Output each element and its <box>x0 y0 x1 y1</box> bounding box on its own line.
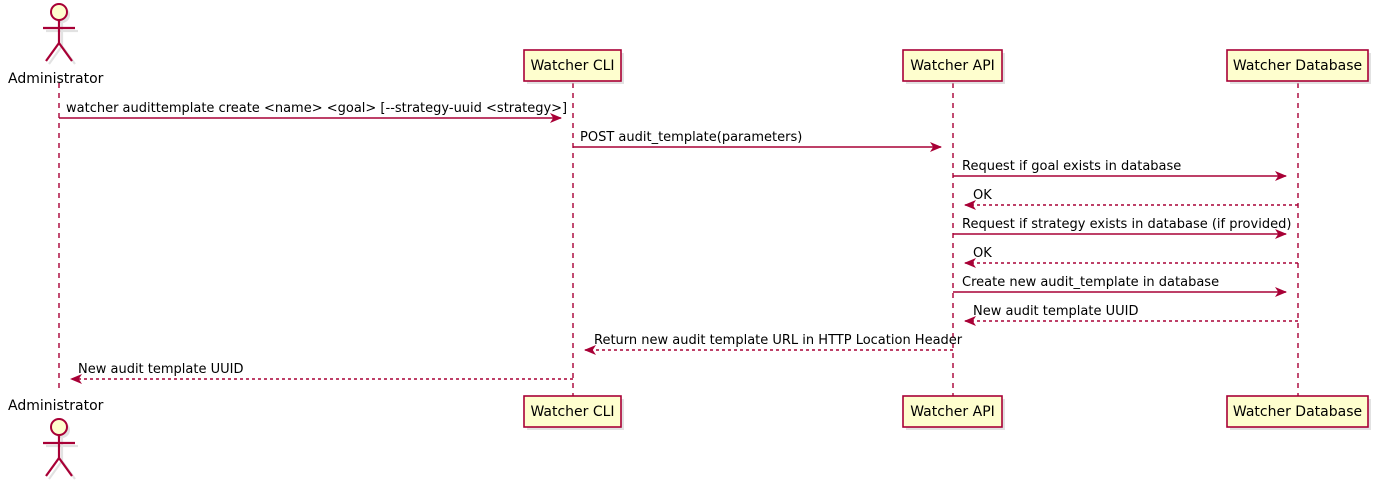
participant-boxes-bottom <box>523 395 1371 430</box>
participant-label-watcher-api-top: Watcher API <box>910 58 995 74</box>
actor-administrator-top <box>43 3 78 65</box>
participant-label-watcher-cli-top: Watcher CLI <box>530 58 615 74</box>
participant-box-watcher-api-bottom[interactable] <box>902 395 1003 428</box>
message-label-6: OK <box>973 246 992 261</box>
message-arrows <box>59 113 1298 384</box>
participant-box-watcher-cli-bottom[interactable] <box>523 395 622 428</box>
message-label-2: POST audit_template(parameters) <box>580 130 803 145</box>
participant-box-watcher-database-top[interactable] <box>1226 49 1369 82</box>
participant-label-watcher-database-top: Watcher Database <box>1232 58 1363 74</box>
message-label-5: Request if strategy exists in database (… <box>962 217 1292 232</box>
message-label-7: Create new audit_template in database <box>962 275 1220 290</box>
participant-box-watcher-database-bottom[interactable] <box>1226 395 1369 428</box>
participant-box-watcher-cli-top[interactable] <box>523 49 622 82</box>
message-label-4: OK <box>973 188 992 203</box>
participant-label-watcher-cli-bottom: Watcher CLI <box>530 404 615 420</box>
actor-administrator-bottom <box>43 418 78 480</box>
participant-boxes-top <box>523 49 1371 84</box>
message-label-8: New audit template UUID <box>973 304 1139 319</box>
message-label-9: Return new audit template URL in HTTP Lo… <box>594 333 963 348</box>
actor-label-administrator-top: Administrator <box>8 71 104 87</box>
lifelines <box>58 83 1299 396</box>
message-label-3: Request if goal exists in database <box>962 159 1182 174</box>
actor-label-administrator-bottom: Administrator <box>8 398 104 414</box>
actor-head-icon <box>50 3 68 21</box>
participant-label-watcher-api-bottom: Watcher API <box>910 404 995 420</box>
message-label-10: New audit template UUID <box>78 362 244 377</box>
participant-label-watcher-database-bottom: Watcher Database <box>1232 404 1363 420</box>
actor-head-icon <box>50 418 68 436</box>
message-label-1: watcher audittemplate create <name> <goa… <box>66 101 568 116</box>
participant-box-watcher-api-top[interactable] <box>902 49 1003 82</box>
